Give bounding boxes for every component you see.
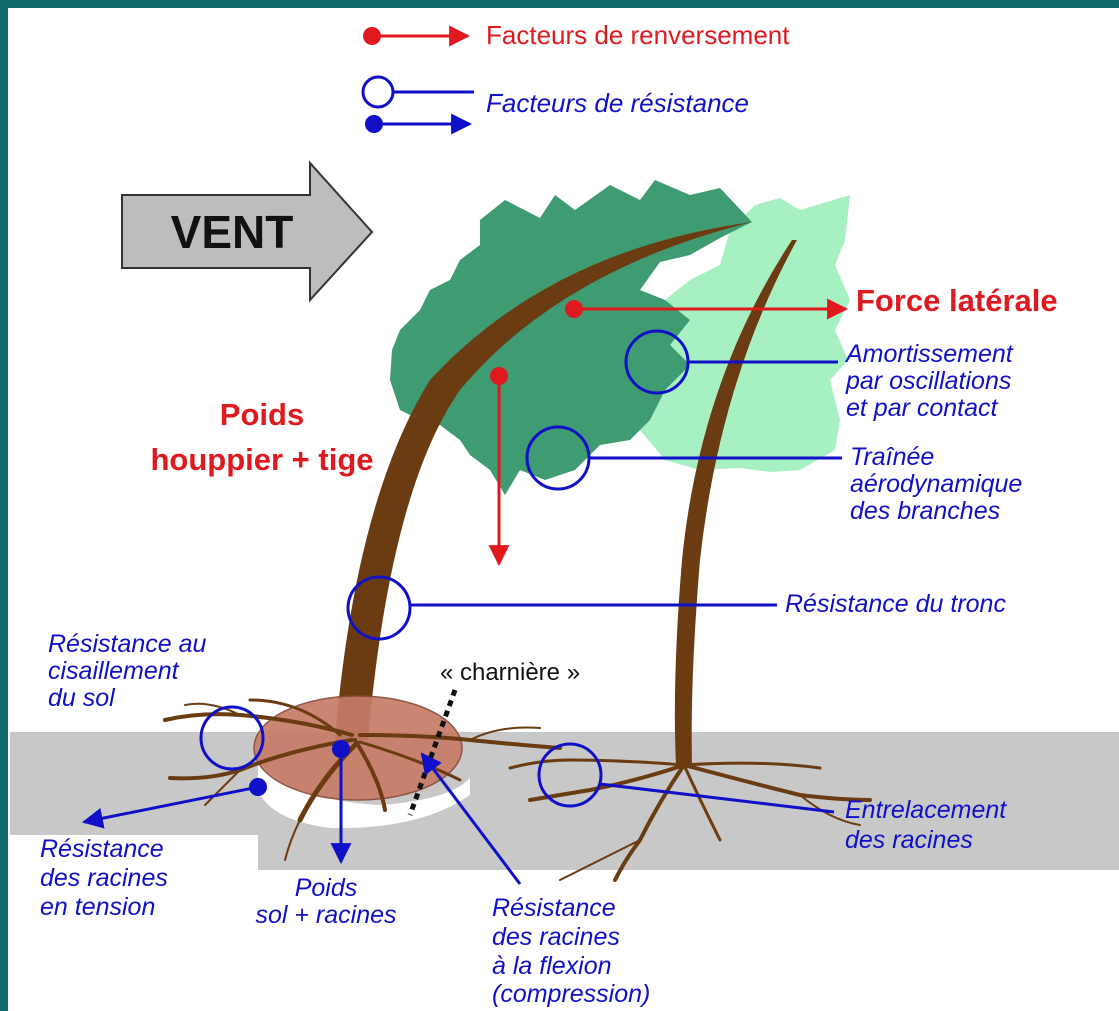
root-flexion-label-3: à la flexion bbox=[492, 952, 612, 980]
root-interlacing-label-1: Entrelacement bbox=[845, 796, 1007, 824]
crown-weight-label-2: houppier + tige bbox=[150, 442, 373, 477]
drag-label-3: des branches bbox=[850, 497, 1000, 525]
legend-overturning-label: Facteurs de renversement bbox=[486, 20, 790, 50]
legend: Facteurs de renversement Facteurs de rés… bbox=[363, 20, 790, 133]
damping-label-2: par oscillations bbox=[845, 367, 1011, 395]
crown-weight-label-1: Poids bbox=[220, 397, 304, 432]
soil-shear-label-2: cisaillement bbox=[48, 657, 180, 685]
soil-shear-label-3: du sol bbox=[48, 684, 116, 712]
root-interlacing-label-2: des racines bbox=[845, 826, 973, 854]
legend-resistance-label: Facteurs de résistance bbox=[486, 88, 749, 118]
root-tension-label-2: des racines bbox=[40, 864, 168, 892]
root-flexion-label-2: des racines bbox=[492, 923, 620, 951]
root-flexion-label-1: Résistance bbox=[492, 894, 616, 922]
legend-open-circle bbox=[363, 77, 393, 107]
hinge-label: « charnière » bbox=[440, 659, 580, 686]
damping-label-3: et par contact bbox=[846, 394, 999, 422]
root-flexion-label-4: (compression) bbox=[492, 980, 650, 1008]
root-tension-label-1: Résistance bbox=[40, 835, 164, 863]
lateral-force-label: Force latérale bbox=[856, 283, 1058, 318]
tree-windthrow-diagram: VENT Facteurs de renversement Facteurs d… bbox=[8, 8, 1119, 1011]
soil-weight-label-2: sol + racines bbox=[255, 901, 396, 929]
soil-weight-label-1: Poids bbox=[295, 874, 358, 902]
drag-label-2: aérodynamique bbox=[850, 470, 1022, 498]
wind-arrow: VENT bbox=[122, 163, 372, 300]
wind-label: VENT bbox=[171, 206, 294, 258]
diagram-frame: VENT Facteurs de renversement Facteurs d… bbox=[8, 8, 1119, 1011]
trunk-label: Résistance du tronc bbox=[785, 590, 1006, 618]
soil-shear-label-1: Résistance au bbox=[48, 630, 207, 658]
damping-label-1: Amortissement bbox=[844, 340, 1014, 368]
drag-label-1: Traînée bbox=[850, 443, 934, 471]
root-tension-label-3: en tension bbox=[40, 893, 155, 921]
